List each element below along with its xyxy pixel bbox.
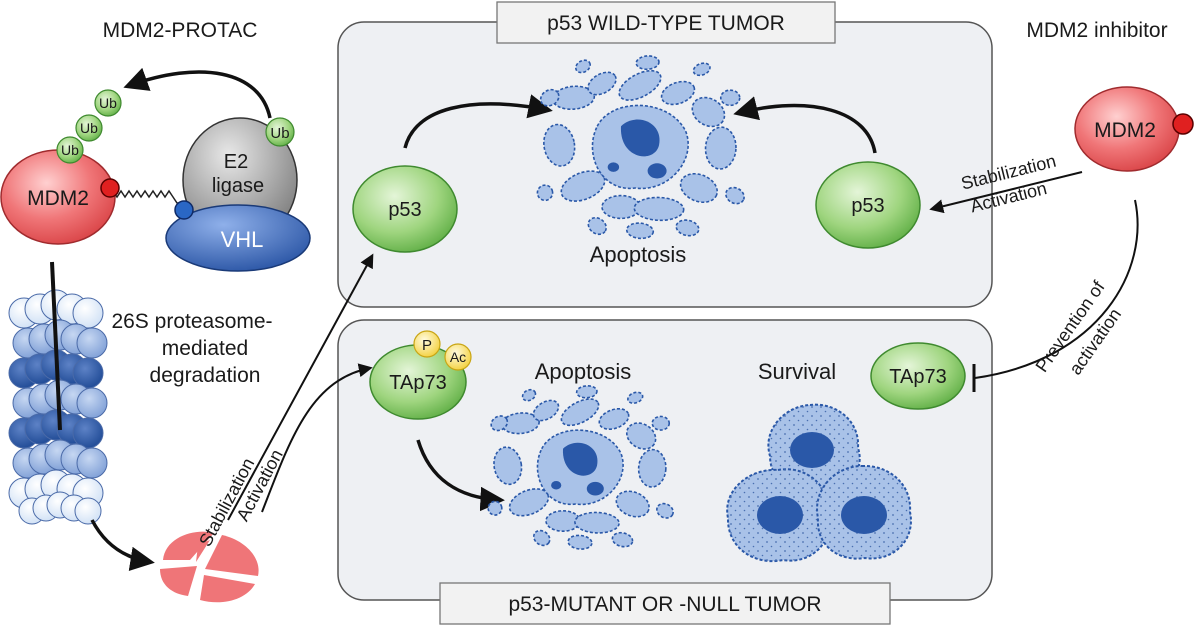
vhl-ligand-icon — [174, 200, 194, 220]
tap73-active-label: TAp73 — [389, 372, 446, 394]
surviving-cells-icon — [726, 403, 912, 563]
ub-label-1: Ub — [61, 142, 79, 158]
prevention-inhibition-line — [974, 199, 1139, 379]
top-apoptosis-label: Apoptosis — [590, 242, 687, 267]
bottom-panel-title: p53-MUTANT OR -NULL TUMOR — [508, 593, 821, 616]
ub-label-e2: Ub — [270, 125, 289, 142]
protac-linker — [112, 189, 181, 204]
tap73-inhibited — [870, 342, 966, 410]
stabilization-arrow-to-tap73 — [261, 363, 373, 513]
left-title: MDM2-PROTAC — [103, 19, 258, 42]
e2-ligase-label: ligase — [212, 175, 264, 197]
e2-label: E2 — [224, 151, 248, 173]
right-stabilization-arrow — [929, 171, 1083, 214]
top-panel-title-box — [496, 1, 836, 44]
ub-transfer-arrow — [123, 67, 272, 119]
phospho-modification-icon — [413, 330, 441, 358]
tap73-to-apoptosis-arrow — [416, 439, 505, 512]
vhl-shape — [165, 204, 311, 272]
proteasome-line2: mediated — [162, 337, 248, 360]
degraded-mdm2-fragments-icon — [160, 531, 259, 603]
ub-label-2: Ub — [80, 120, 98, 136]
ub-label-3: Ub — [99, 95, 117, 111]
acetyl-modification-icon — [444, 343, 472, 371]
proteasome-icon — [8, 289, 108, 525]
stabilization-arrow-to-p53 — [227, 253, 374, 521]
bottom-apoptosis-label: Apoptosis — [535, 359, 632, 384]
acetyl-label: Ac — [450, 349, 466, 365]
ub-bead-3 — [94, 89, 122, 117]
p53-right-label: p53 — [851, 195, 884, 217]
mdm2-inhibitor-molecule-icon — [1172, 113, 1194, 135]
survival-label: Survival — [758, 359, 836, 384]
mdm2-label-left: MDM2 — [27, 187, 89, 210]
right-title: MDM2 inhibitor — [1026, 19, 1167, 42]
ub-bead-1 — [56, 136, 84, 164]
top-panel-title: p53 WILD-TYPE TUMOR — [547, 12, 785, 35]
vhl-label: VHL — [221, 227, 264, 252]
bottom-panel-title-box — [439, 582, 891, 625]
p53-right-to-apoptosis-arrow — [733, 96, 877, 154]
proteasome-line3: degradation — [150, 364, 261, 387]
degradation-arrow — [90, 519, 155, 571]
mdm2-label-right: MDM2 — [1094, 119, 1156, 142]
ub-bead-e2 — [265, 117, 295, 147]
tap73-inhibited-label: TAp73 — [889, 366, 946, 388]
mdm2-to-proteasome-line — [50, 261, 62, 431]
proteasome-line1: 26S proteasome- — [111, 310, 272, 333]
apoptotic-cell-top-icon — [536, 55, 745, 240]
ub-bead-2 — [75, 114, 103, 142]
p53-left — [352, 165, 458, 253]
phospho-label: P — [422, 337, 432, 354]
p53-left-to-apoptosis-arrow — [403, 94, 553, 149]
mdm2-ligand-icon — [100, 178, 120, 198]
p53-left-label: p53 — [388, 199, 421, 221]
p53-right — [815, 161, 921, 249]
apoptotic-cell-bottom-icon — [487, 385, 674, 550]
